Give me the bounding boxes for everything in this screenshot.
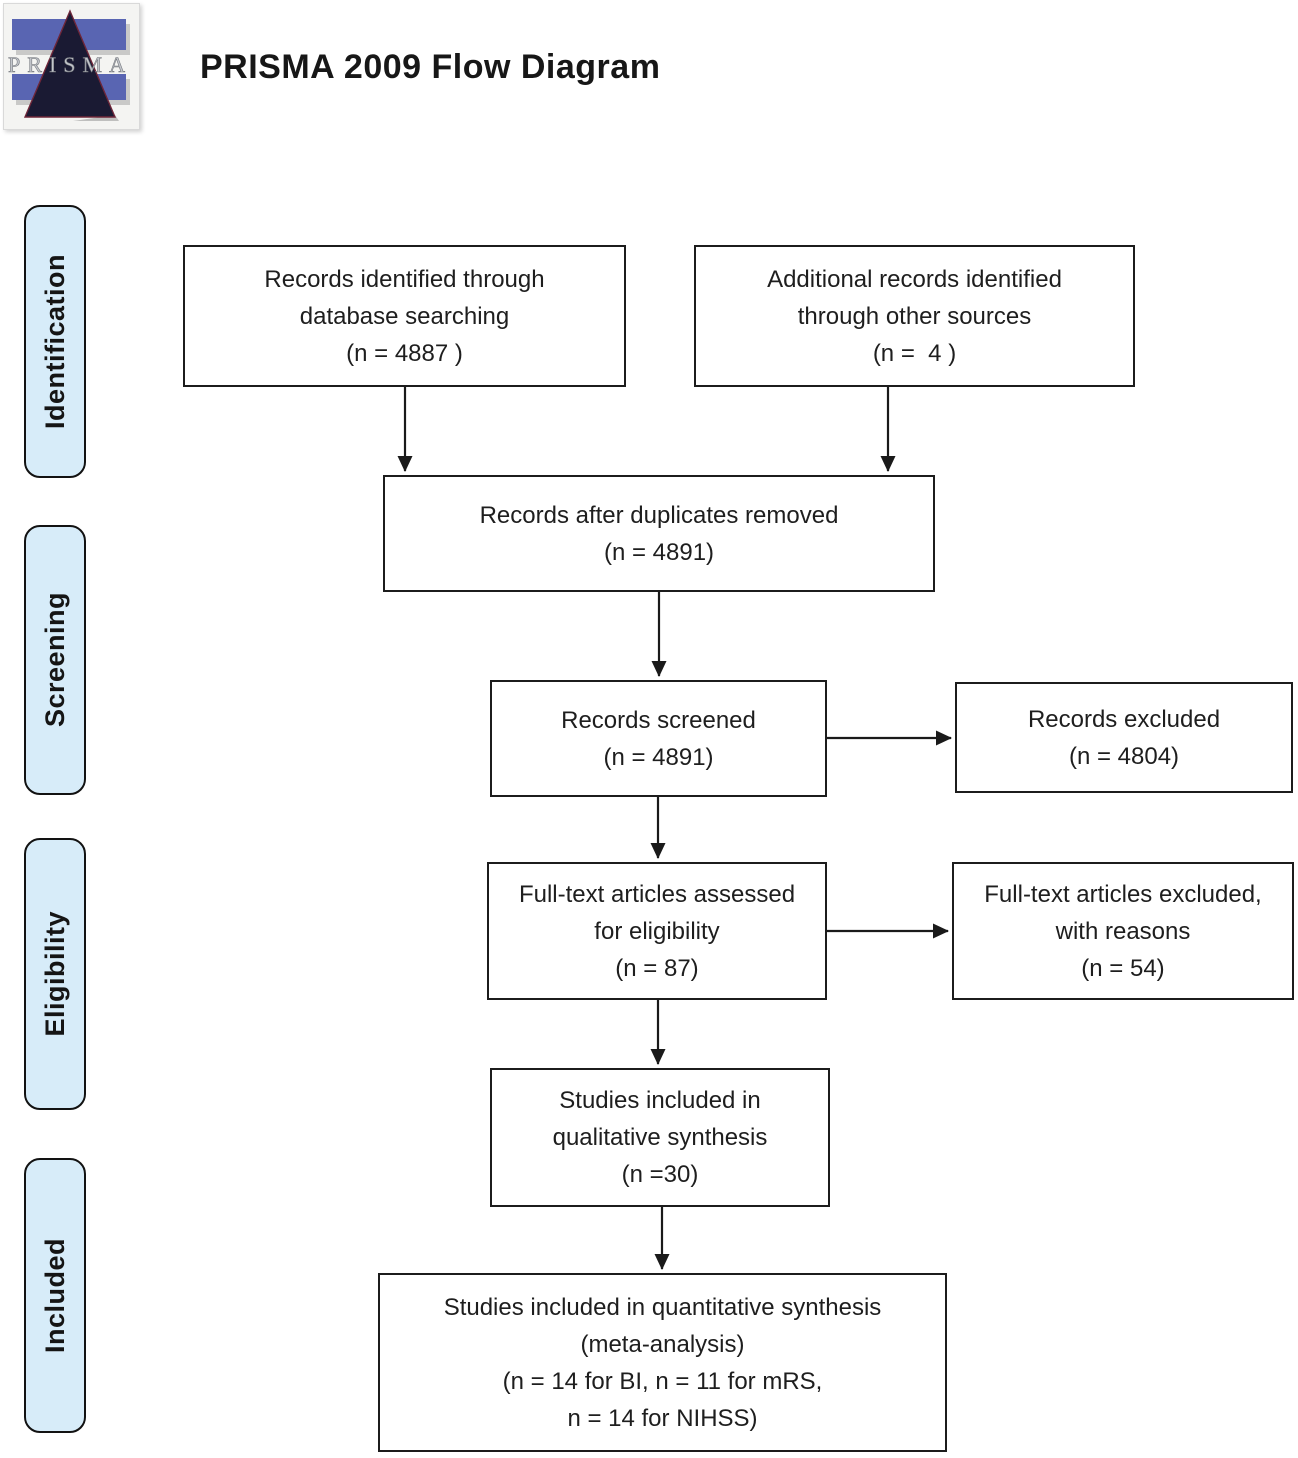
- stage-included: Included: [24, 1158, 86, 1433]
- stage-screening: Screening: [24, 525, 86, 795]
- stage-label: Identification: [39, 254, 70, 429]
- stage-eligibility: Eligibility: [24, 838, 86, 1110]
- box-text-line: (n = 54): [1081, 954, 1165, 982]
- box-text-line: (n = 87): [615, 954, 699, 982]
- box-text-line: (n = 4887 ): [346, 339, 463, 367]
- box-fulltext-excluded: Full-text articles excluded, with reason…: [952, 862, 1294, 1000]
- box-duplicates-removed: Records after duplicates removed (n = 48…: [383, 475, 935, 592]
- page-title: PRISMA 2009 Flow Diagram: [200, 48, 661, 86]
- box-records-identified: Records identified through database sear…: [183, 245, 626, 387]
- stage-label: Included: [39, 1237, 70, 1353]
- box-text-line: (n = 4891): [603, 538, 715, 566]
- logo-triangle: [23, 9, 117, 118]
- box-text-line: Full-text articles excluded,: [984, 880, 1262, 908]
- box-text-line: through other sources: [797, 302, 1032, 330]
- box-text-line: with reasons: [1055, 917, 1191, 945]
- box-text-line: n = 14 for NIHSS): [567, 1404, 758, 1432]
- prisma-logo: PRISMA: [3, 3, 140, 130]
- box-quantitative-synthesis: Studies included in quantitative synthes…: [378, 1273, 947, 1452]
- box-text-line: for eligibility: [594, 917, 720, 945]
- box-text-line: Full-text articles assessed: [518, 880, 796, 908]
- box-text-line: Records screened: [561, 706, 756, 734]
- box-text-line: database searching: [299, 302, 510, 330]
- stage-identification: Identification: [24, 205, 86, 478]
- box-records-screened: Records screened (n = 4891): [490, 680, 827, 797]
- box-text-line: (n = 4891): [603, 743, 714, 771]
- box-text-line: (n = 14 for BI, n = 11 for mRS,: [502, 1367, 823, 1395]
- box-additional-records: Additional records identified through ot…: [694, 245, 1135, 387]
- prisma-logo-image: PRISMA: [3, 3, 140, 130]
- stage-label: Eligibility: [39, 911, 70, 1037]
- box-records-excluded: Records excluded (n = 4804): [955, 682, 1293, 793]
- box-text-line: Additional records identified: [767, 265, 1062, 293]
- box-fulltext-assessed: Full-text articles assessed for eligibil…: [487, 862, 827, 1000]
- box-text-line: Records identified through: [264, 265, 545, 293]
- stage-label: Screening: [39, 592, 70, 728]
- logo-wordmark: PRISMA: [8, 52, 132, 77]
- box-text-line: Studies included in: [559, 1087, 761, 1114]
- box-text-line: (meta-analysis): [580, 1330, 745, 1358]
- box-text-line: (n =30): [621, 1161, 699, 1188]
- box-text-line: (n = 4 ): [872, 339, 957, 367]
- box-qualitative-synthesis: Studies included in qualitative synthesi…: [490, 1068, 830, 1207]
- box-text-line: Records excluded: [1027, 705, 1221, 733]
- box-text-line: Studies included in quantitative synthes…: [443, 1293, 882, 1321]
- box-text-line: (n = 4804): [1068, 742, 1180, 770]
- box-text-line: qualitative synthesis: [552, 1124, 768, 1151]
- box-text-line: Records after duplicates removed: [479, 501, 839, 529]
